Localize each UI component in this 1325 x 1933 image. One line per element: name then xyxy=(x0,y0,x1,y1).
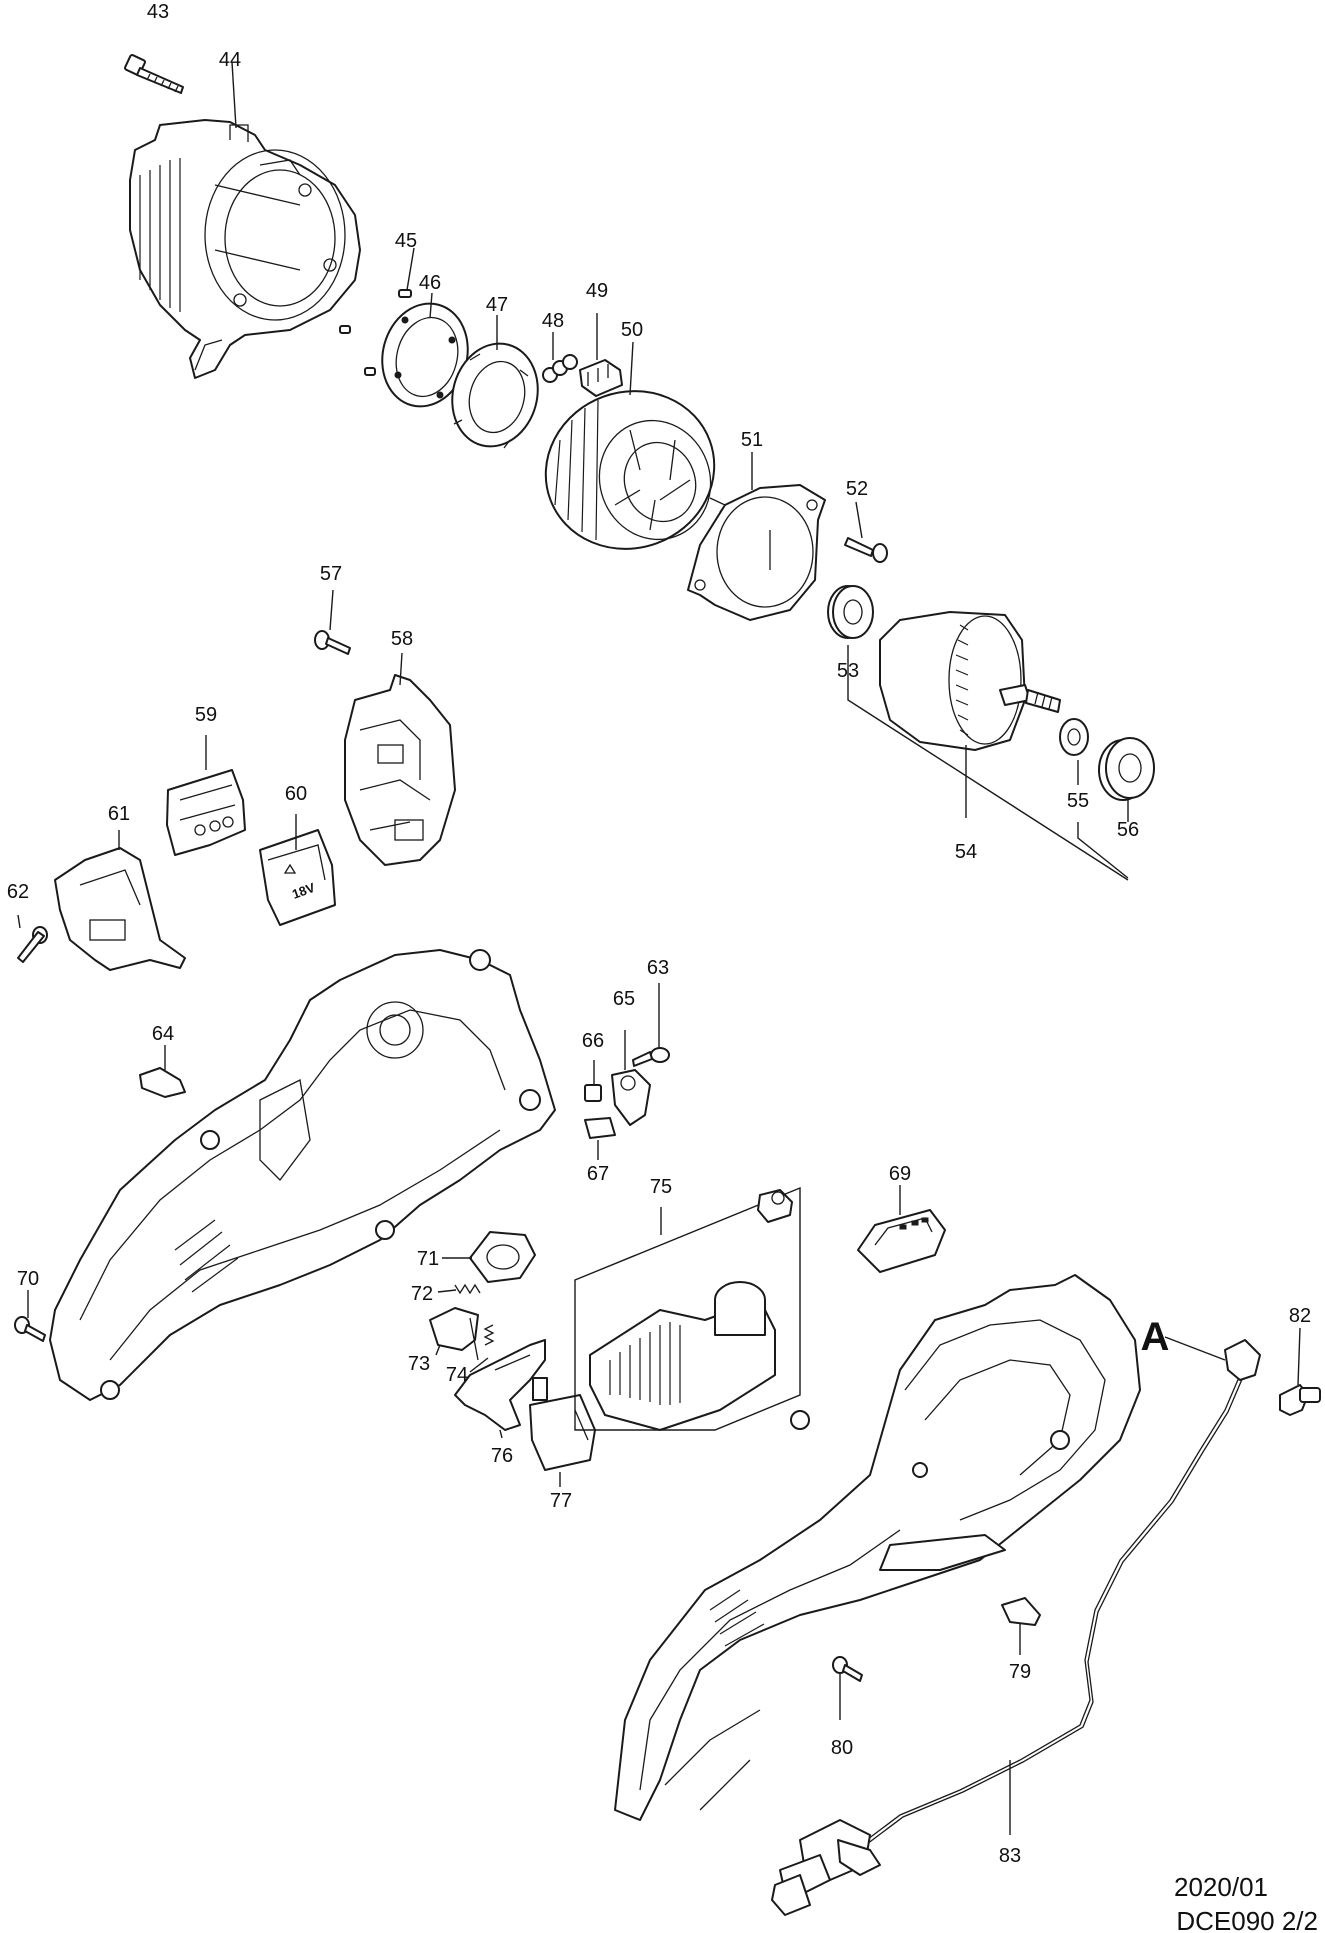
callout-69: 69 xyxy=(889,1163,911,1185)
callout-76: 76 xyxy=(491,1445,513,1467)
callout-77: 77 xyxy=(550,1490,572,1512)
part-66-block xyxy=(584,1084,602,1102)
callout-46: 46 xyxy=(419,272,441,294)
callout-48: 48 xyxy=(542,310,564,332)
part-65-cam-lever xyxy=(611,1069,651,1126)
part-47-ring xyxy=(451,342,539,449)
callout-73: 73 xyxy=(408,1353,430,1375)
part-50-stator xyxy=(544,390,726,550)
part-79-clip xyxy=(1001,1597,1041,1626)
callout-49: 49 xyxy=(586,280,608,302)
callout-80: 80 xyxy=(831,1737,853,1759)
callout-59: 59 xyxy=(195,704,217,726)
part-54-rotor xyxy=(879,611,1061,751)
part-67-block xyxy=(584,1117,616,1139)
callout-67: 67 xyxy=(587,1163,609,1185)
part-60-battery-terminal: 18V xyxy=(259,829,336,926)
callout-61: 61 xyxy=(108,803,130,825)
callout-58: 58 xyxy=(391,628,413,650)
callout-52: 52 xyxy=(846,478,868,500)
right-housing-half xyxy=(614,1274,1141,1821)
part-44-motor-housing xyxy=(129,119,361,379)
part-57-screw xyxy=(314,630,351,655)
part-61-side-cover xyxy=(54,847,186,971)
part-55-washer xyxy=(1059,718,1089,756)
part-43-screw xyxy=(124,54,184,94)
part-70-screw xyxy=(14,1316,46,1342)
part-83-cable xyxy=(771,1339,1261,1916)
callout-72: 72 xyxy=(411,1283,433,1305)
part-49-connector xyxy=(579,359,623,397)
part-59-terminal-bracket xyxy=(166,769,246,856)
callout-54: 54 xyxy=(955,841,977,863)
part-53-bearing xyxy=(827,585,874,639)
footer-date: 2020/01 xyxy=(1174,1872,1268,1902)
callout-57: 57 xyxy=(320,563,342,585)
part-69-switch-pad xyxy=(857,1209,946,1273)
reference-marker-a: A xyxy=(1141,1315,1170,1359)
callout-66: 66 xyxy=(582,1030,604,1052)
callout-75: 75 xyxy=(650,1176,672,1198)
callout-47: 47 xyxy=(486,294,508,316)
part-48-terminal xyxy=(542,354,578,383)
left-housing-half xyxy=(49,949,556,1401)
part-72-spring xyxy=(454,1283,481,1295)
callout-79: 79 xyxy=(1009,1661,1031,1683)
callout-62: 62 xyxy=(7,881,29,903)
callout-labels: 43 44 45 46 47 48 49 50 51 52 53 54 55 5… xyxy=(7,1,1311,1867)
part-62-screw xyxy=(17,926,48,963)
part-82-bolt xyxy=(1279,1384,1321,1416)
part-58-cover xyxy=(344,674,456,866)
part-75-controller-group xyxy=(574,1186,801,1431)
callout-74: 74 xyxy=(446,1364,468,1386)
part-80-screw xyxy=(832,1656,863,1682)
part-52-screw xyxy=(844,537,888,563)
callout-56: 56 xyxy=(1117,819,1139,841)
callout-65: 65 xyxy=(613,988,635,1010)
callout-45: 45 xyxy=(395,230,417,252)
part-73-lock-lever xyxy=(429,1307,479,1361)
callout-82: 82 xyxy=(1289,1305,1311,1327)
footer: 2020/01 DCE090 2/2 xyxy=(1174,1872,1318,1933)
callout-70: 70 xyxy=(17,1268,39,1290)
callout-51: 51 xyxy=(741,429,763,451)
callout-43: 43 xyxy=(147,1,169,23)
callout-71: 71 xyxy=(417,1248,439,1270)
part-45-small-screws xyxy=(339,289,412,376)
callout-44: 44 xyxy=(219,49,241,71)
part-64-clip xyxy=(139,1067,186,1098)
callout-55: 55 xyxy=(1067,790,1089,812)
callout-53: 53 xyxy=(837,660,859,682)
leader-lines xyxy=(17,61,1301,1835)
part-71-button xyxy=(469,1231,536,1283)
callout-60: 60 xyxy=(285,783,307,805)
callout-50: 50 xyxy=(621,319,643,341)
part-46-plate xyxy=(381,302,469,408)
part-74-spring xyxy=(483,1324,495,1346)
part-63-screw xyxy=(632,1047,670,1067)
part-77-switch xyxy=(529,1377,596,1471)
callout-64: 64 xyxy=(152,1023,174,1045)
callout-83: 83 xyxy=(999,1845,1021,1867)
footer-model-page: DCE090 2/2 xyxy=(1176,1906,1318,1933)
part-76-trigger xyxy=(454,1339,546,1431)
callout-63: 63 xyxy=(647,957,669,979)
part-51-end-plate xyxy=(687,484,826,621)
part-56-bearing xyxy=(1098,737,1155,801)
